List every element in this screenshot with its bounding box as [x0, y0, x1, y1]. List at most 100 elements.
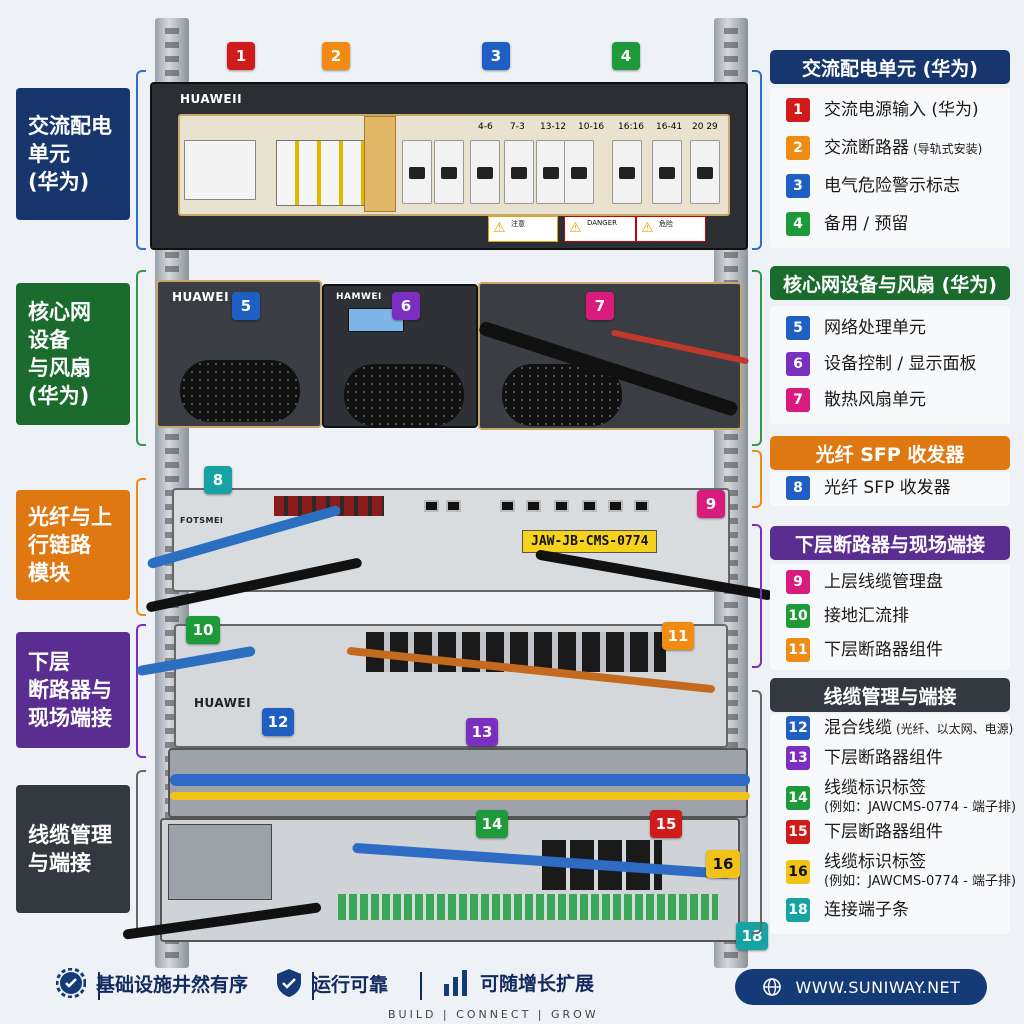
footer-divider	[312, 972, 314, 1000]
legend-label: 下层断路器组件	[824, 748, 943, 768]
ethernet-port	[526, 500, 541, 512]
bracket-legend-core	[752, 270, 762, 446]
brand-label: HUAWEI	[194, 696, 252, 710]
callout-2: 2	[322, 42, 350, 70]
breaker-mark: 7-3	[510, 122, 525, 132]
brand-label: FOTSMEI	[180, 516, 224, 525]
tag-core-network: 核心网 设备 与风扇 (华为)	[16, 283, 130, 425]
fan-grille	[502, 364, 622, 426]
ethernet-port	[634, 500, 649, 512]
fan-unit	[477, 282, 750, 430]
lower-switch-unit: HUAWEI	[136, 624, 728, 748]
brand-label: HUAWEII	[180, 92, 243, 106]
callout-12: 12	[262, 708, 294, 736]
fiber-uplink-unit: FOTSMEI JAW-JB-CMS-0774	[145, 488, 774, 613]
legend-label: 连接端子条	[824, 900, 909, 920]
legend-badge: 2	[786, 136, 810, 160]
cable-manager	[168, 748, 750, 818]
legend-title-ac: 交流配电单元 (华为)	[770, 50, 1010, 84]
legend-badge: 5	[786, 316, 810, 340]
fiber-cable	[146, 504, 342, 570]
breaker	[470, 140, 500, 204]
legend-note: (光纤、以太网、电源)	[896, 721, 1014, 736]
footer-tagline: BUILD | CONNECT | GROW	[388, 1008, 599, 1021]
legend-panel-lower	[770, 564, 1010, 670]
legend-label: 网络处理单元	[824, 318, 926, 338]
bracket-cable	[136, 770, 146, 934]
tag-lower-breaker: 下层 断路器与 现场端接	[16, 632, 130, 748]
legend-label: 下层断路器组件	[824, 640, 943, 660]
legend-item-14: 14 线缆标识标签 (例如：JAWCMS-0774 - 端子排)	[786, 778, 1016, 818]
gear-check-icon	[56, 968, 86, 998]
breaker	[402, 140, 432, 204]
bracket-legend-lower	[752, 524, 762, 668]
callout-15: 15	[650, 810, 682, 838]
breaker-mark: 10-16	[578, 122, 605, 132]
callout-11: 11	[662, 622, 694, 650]
breaker	[652, 140, 682, 204]
legend-label: 接地汇流排	[824, 606, 909, 626]
legend-item-5: 5 网络处理单元	[786, 316, 926, 340]
warning-sign: 注意	[488, 216, 558, 242]
legend-badge: 8	[786, 476, 810, 500]
cable-bundle	[610, 329, 750, 365]
tag-cable-management: 线缆管理 与端接	[16, 785, 130, 913]
legend-badge: 7	[786, 388, 810, 412]
callout-6: 6	[392, 292, 420, 320]
legend-label-main: 线缆标识标签	[824, 852, 926, 872]
legend-panel-ac	[770, 88, 1010, 248]
legend-badge: 12	[786, 716, 810, 740]
fan-grille	[344, 364, 464, 426]
bracket-lower	[136, 624, 146, 758]
callout-5: 5	[232, 292, 260, 320]
sfp-port-strip	[274, 496, 384, 516]
terminal-block-unit	[122, 818, 740, 942]
legend-item-7: 7 散热风扇单元	[786, 388, 926, 412]
ethernet-port	[446, 500, 461, 512]
callout-4: 4	[612, 42, 640, 70]
legend-sublabel: (例如：JAWCMS-0774 - 端子排)	[824, 800, 1017, 815]
legend-badge: 6	[786, 352, 810, 376]
legend-panel-core	[770, 306, 1010, 424]
legend-label: 下层断路器组件	[824, 822, 943, 842]
legend-label: 交流断路器	[824, 138, 909, 158]
breaker	[690, 140, 720, 204]
breaker-mark: 4-6	[478, 122, 493, 132]
ethernet-cable	[170, 792, 750, 800]
legend-badge: 3	[786, 174, 810, 198]
footer-divider	[98, 972, 100, 1000]
website-link[interactable]: WWW.SUNIWAY.NET	[735, 969, 987, 1005]
legend-badge: 14	[786, 786, 810, 810]
legend-badge: 1	[786, 98, 810, 122]
legend-title-fiber: 光纤 SFP 收发器	[770, 436, 1010, 470]
breaker	[536, 140, 566, 204]
legend-title-cable: 线缆管理与端接	[770, 678, 1010, 712]
legend-label: 混合线缆	[824, 718, 892, 738]
callout-18: 18	[736, 922, 768, 950]
legend-badge: 15	[786, 820, 810, 844]
fan-grille	[180, 360, 300, 422]
legend-panel-cable	[770, 714, 1010, 934]
breaker	[504, 140, 534, 204]
footer-item-scalable: 可随增长扩展	[442, 968, 594, 996]
breaker-mark: 16-41	[656, 122, 683, 132]
legend-panel-fiber	[770, 472, 1010, 506]
legend-label: 散热风扇单元	[824, 390, 926, 410]
shield-check-icon	[277, 969, 301, 997]
footer-label: 基础设施井然有序	[96, 973, 249, 996]
equipment-id-label: JAW-JB-CMS-0774	[522, 530, 658, 553]
bracket-core	[136, 270, 146, 446]
breaker-mark: 13-12	[540, 122, 567, 132]
ethernet-port	[554, 500, 569, 512]
legend-title-core: 核心网设备与风扇 (华为)	[770, 266, 1010, 300]
warning-sign: DANGER	[564, 216, 636, 242]
brand-label: HUAWEI	[172, 290, 230, 304]
ethernet-port	[500, 500, 515, 512]
legend-label-main: 线缆标识标签	[824, 778, 926, 798]
website-url[interactable]: WWW.SUNIWAY.NET	[795, 977, 961, 997]
